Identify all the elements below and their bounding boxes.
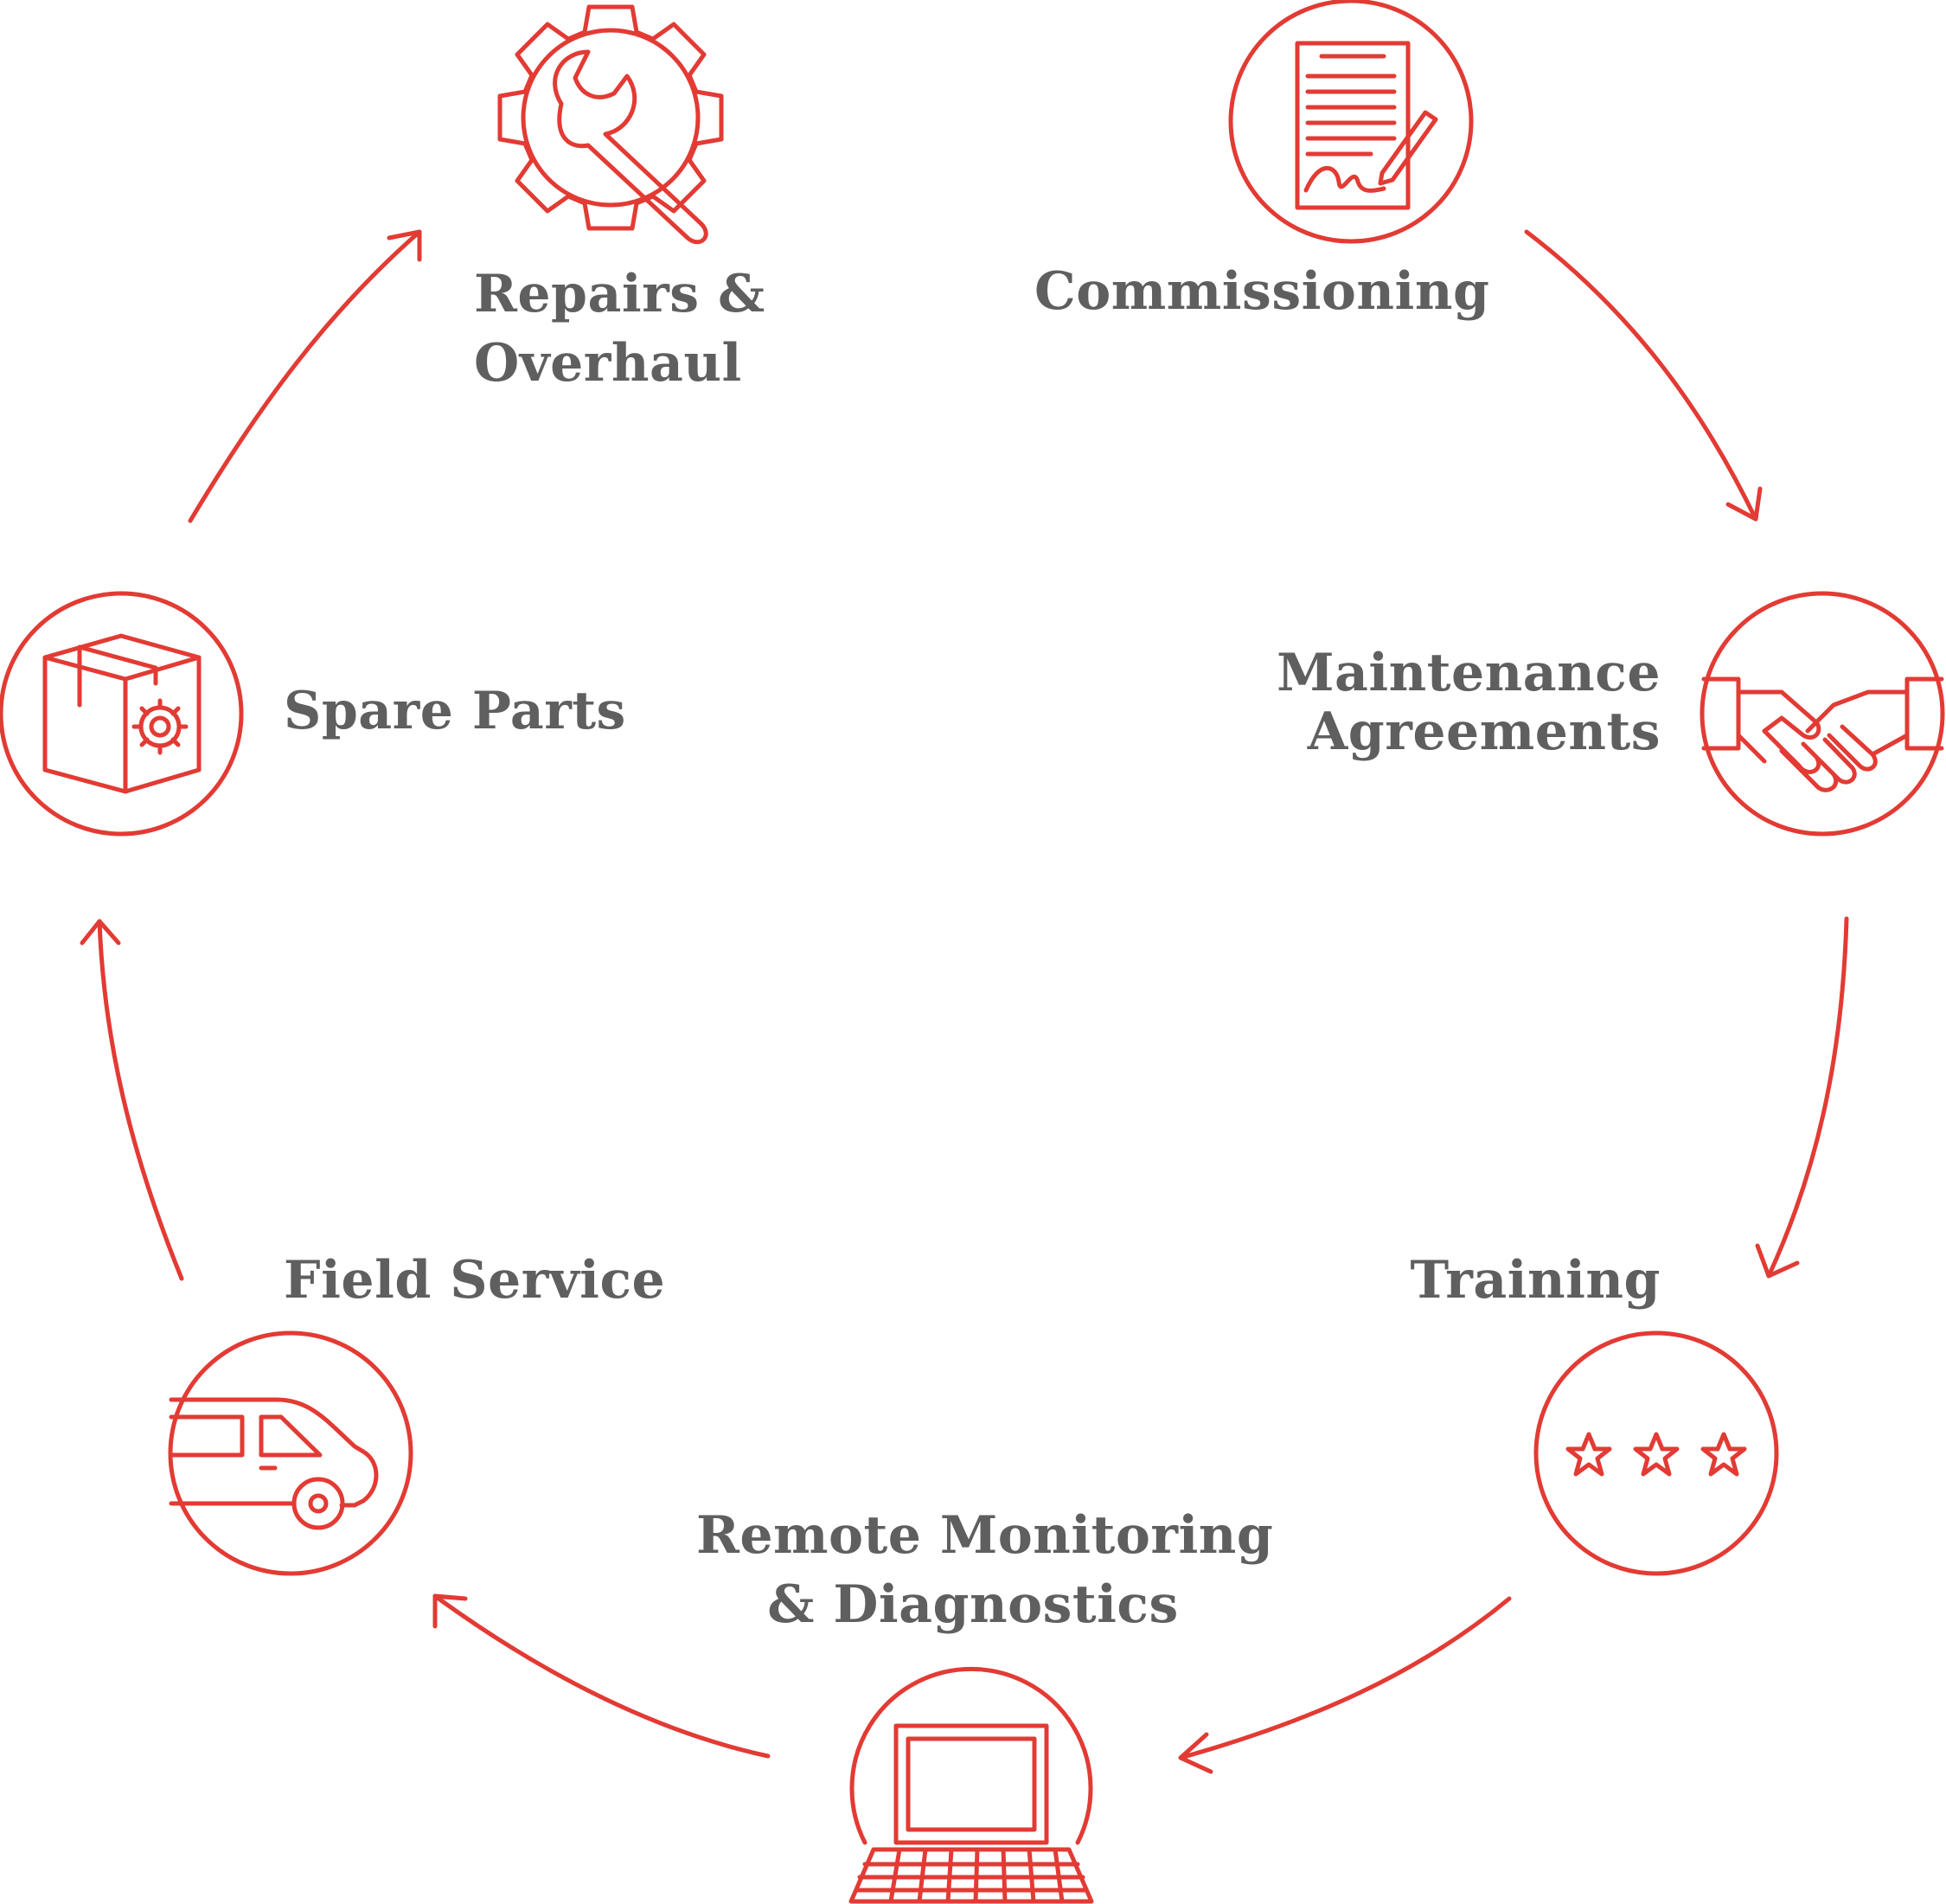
step-label-line: Agreements [1307,702,1661,762]
step-label-line: Field Service [284,1250,666,1311]
arrow-training-to-remote [1178,1596,1512,1774]
step-label-field: Field Service [284,1246,665,1315]
arrow-field-to-spare [80,919,184,1281]
arrow-maintenance-to-training [1755,916,1849,1279]
step-label-repairs: Repairs & Overhaul [474,260,765,398]
arrow-spare-to-repairs [188,229,422,523]
step-label-training: Training [1410,1246,1661,1315]
step-label-line: Repairs & [474,264,765,324]
step-label-line: Spare Parts [284,681,626,741]
three-stars-icon [1533,1330,1779,1576]
step-label-line: & Diagnostics [767,1574,1179,1635]
signed-document-icon [1228,0,1474,244]
arrow-remote-to-field [432,1593,771,1759]
step-label-line: Overhaul [474,333,742,394]
arrow-commissioning-to-maintenance [1524,229,1763,522]
step-label-maintenance: Maintenance Agreements [1277,644,1661,761]
gear-wrench-icon [497,4,724,245]
step-label-line: Training [1410,1250,1661,1311]
handshake-icon [1700,591,1945,837]
step-label-remote: Remote Monitoring & Diagnostics [696,1501,1274,1639]
box-gear-icon [0,591,244,837]
step-label-line: Remote Monitoring [696,1505,1274,1566]
van-icon [168,1330,413,1576]
laptop-icon [848,1666,1094,1904]
step-label-spare: Spare Parts [284,676,626,746]
step-label-line: Maintenance [1277,643,1661,703]
training-stars [1568,1434,1744,1474]
step-label-line: Commissioning [1034,261,1490,322]
step-label-commissioning: Commissioning [1034,257,1489,326]
